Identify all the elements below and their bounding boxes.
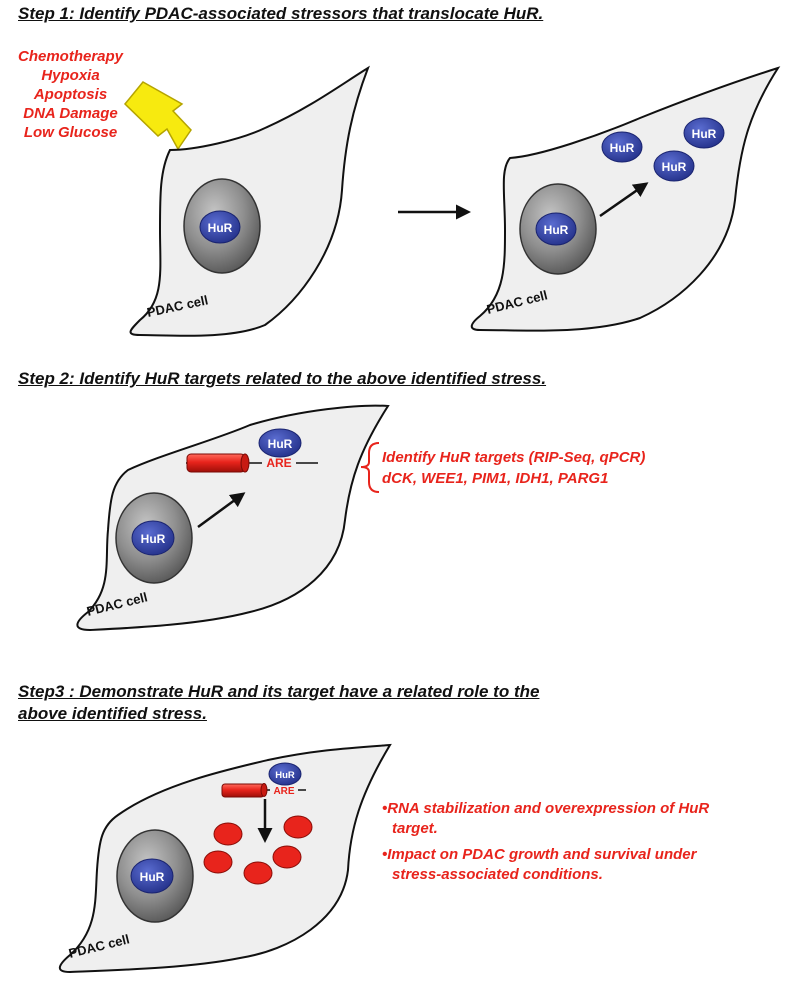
- outcome-text: Impact on PDAC growth and survival under…: [387, 846, 697, 883]
- hur-label: HuR: [662, 160, 687, 174]
- target-mrna-cap: [240, 453, 250, 473]
- are-label-bg: [270, 784, 298, 796]
- hur-label: HuR: [268, 437, 293, 451]
- hur-protein: [130, 858, 174, 894]
- outcome-item: •RNA stabilization and overexpression of…: [382, 800, 710, 837]
- hur-protein: [268, 762, 302, 786]
- target-mrna: [221, 783, 265, 798]
- step1-title: Step 1: Identify PDAC-associated stresso…: [18, 4, 544, 23]
- hur-protein: [601, 131, 643, 163]
- outcome-text: RNA stabilization and overexpression of …: [387, 800, 710, 837]
- outcome-list: •RNA stabilization and overexpression of…: [382, 799, 742, 885]
- targets-bracket: [360, 442, 380, 493]
- target-protein: [213, 822, 243, 846]
- stressor-list: Chemotherapy Hypoxia Apoptosis DNA Damag…: [8, 47, 133, 142]
- step3-title-line1: Step3 : Demonstrate HuR and its target h…: [18, 682, 540, 701]
- stressor-item: DNA Damage: [23, 105, 118, 122]
- hur-label: HuR: [275, 770, 295, 781]
- translocation-arrow: [599, 182, 649, 218]
- target-protein: [272, 845, 302, 869]
- hur-protein: [199, 210, 241, 244]
- hur-label: HuR: [610, 141, 635, 155]
- hur-label: HuR: [140, 870, 165, 884]
- hur-targets-text: Identify HuR targets (RIP-Seq, qPCR) dCK…: [382, 447, 645, 489]
- stressor-item: Chemotherapy: [17, 48, 124, 65]
- hur-label: HuR: [692, 127, 717, 141]
- lightning-bolt-icon: [123, 81, 192, 151]
- are-label-bg: [262, 456, 296, 470]
- target-protein: [283, 815, 313, 839]
- outcome-item: •Impact on PDAC growth and survival unde…: [382, 846, 697, 883]
- target-mrna: [186, 453, 246, 473]
- hur-protein: [653, 150, 695, 182]
- hur-label: HuR: [208, 221, 233, 235]
- hur-protein: [258, 428, 302, 458]
- hur-protein: [683, 117, 725, 149]
- step2-title: Step 2: Identify HuR targets related to …: [18, 369, 547, 388]
- stressor-item: Hypoxia: [41, 67, 100, 84]
- step3-title-line2: above identified stress.: [18, 704, 207, 723]
- stressor-item: Low Glucose: [23, 124, 118, 141]
- are-label: ARE: [273, 786, 294, 797]
- target-mrna-cap: [260, 783, 268, 797]
- translocation-arrow: [197, 492, 246, 529]
- targets-method-line: Identify HuR targets (RIP-Seq, qPCR): [382, 449, 646, 466]
- hur-protein: [535, 212, 577, 246]
- hur-label: HuR: [544, 223, 569, 237]
- hur-protein: [131, 520, 175, 556]
- target-protein: [203, 850, 233, 874]
- targets-genes-line: dCK, WEE1, PIM1, IDH1, PARG1: [382, 470, 609, 487]
- hur-label: HuR: [141, 532, 166, 546]
- target-protein: [243, 861, 273, 885]
- are-label: ARE: [266, 456, 291, 470]
- stressor-item: Apoptosis: [33, 86, 108, 103]
